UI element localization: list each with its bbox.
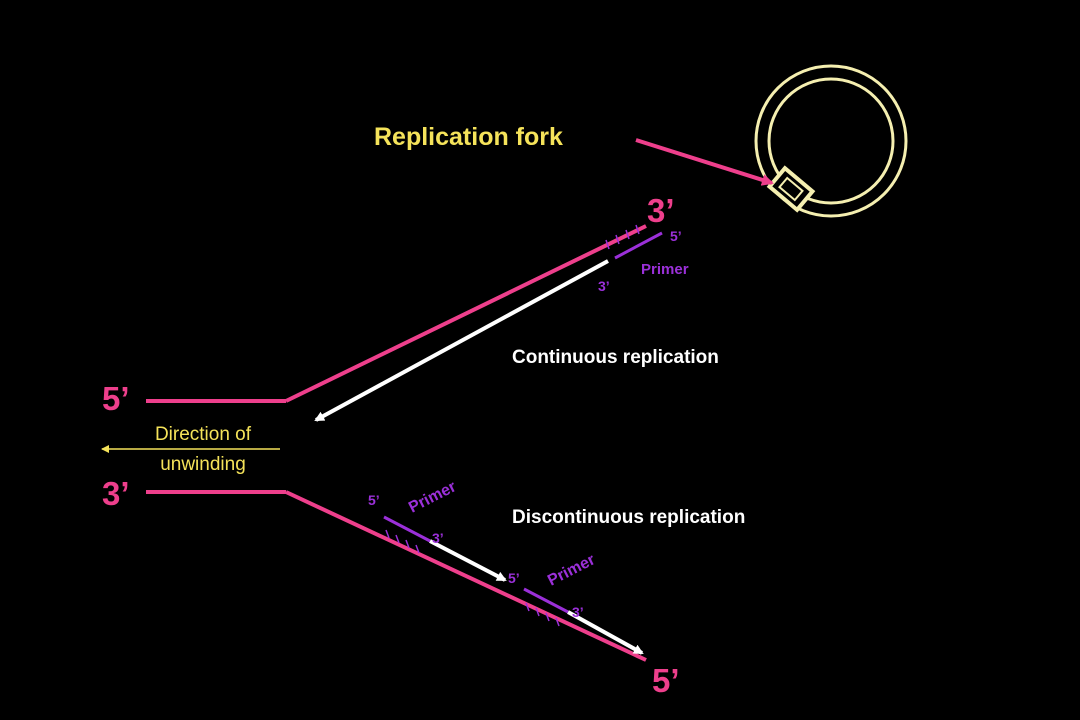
- fragment1-primer-label: Primer: [406, 478, 459, 516]
- fragment2-3-label: 3’: [572, 604, 584, 620]
- okazaki-fragment-1: [429, 539, 507, 582]
- end-label-top-right: 3’: [647, 192, 675, 229]
- end-label-bottom-left: 3’: [102, 475, 130, 512]
- direction-label-line2: unwinding: [160, 454, 246, 475]
- parent-strand-bottom: [146, 490, 647, 662]
- discontinuous-replication-label: Discontinuous replication: [512, 507, 745, 528]
- end-label-bottom-right: 5’: [652, 662, 680, 699]
- parent-strand-top: [146, 224, 647, 403]
- okazaki-fragment-2: [567, 610, 644, 655]
- fork-site-box: [766, 165, 816, 213]
- fragment1-5-label: 5’: [368, 492, 380, 508]
- fragment2-primer-label: Primer: [545, 551, 598, 589]
- continuous-replication-label: Continuous replication: [512, 347, 719, 368]
- top-primer-label: Primer: [641, 261, 689, 278]
- fragment2-primer-line: [523, 587, 569, 614]
- top-primer-5-label: 5’: [670, 228, 682, 244]
- top-hydrogen-bonds: [605, 224, 640, 250]
- diagram-title: Replication fork: [374, 123, 563, 151]
- leading-strand: [314, 259, 609, 422]
- circular-dna: [754, 64, 908, 218]
- fragment1-hydrogen-bonds: [385, 529, 420, 554]
- fragment2-5-label: 5’: [508, 570, 520, 586]
- fragment1-3-label: 3’: [432, 530, 444, 546]
- fragment1-primer-line: [383, 515, 431, 543]
- top-primer-line: [614, 231, 663, 260]
- fragment2-hydrogen-bonds: [525, 602, 560, 627]
- direction-label-line1: Direction of: [155, 424, 252, 445]
- end-label-top-left: 5’: [102, 380, 130, 417]
- fork-pointer-arrow: [635, 138, 774, 186]
- top-primer-3-label: 3’: [598, 278, 610, 294]
